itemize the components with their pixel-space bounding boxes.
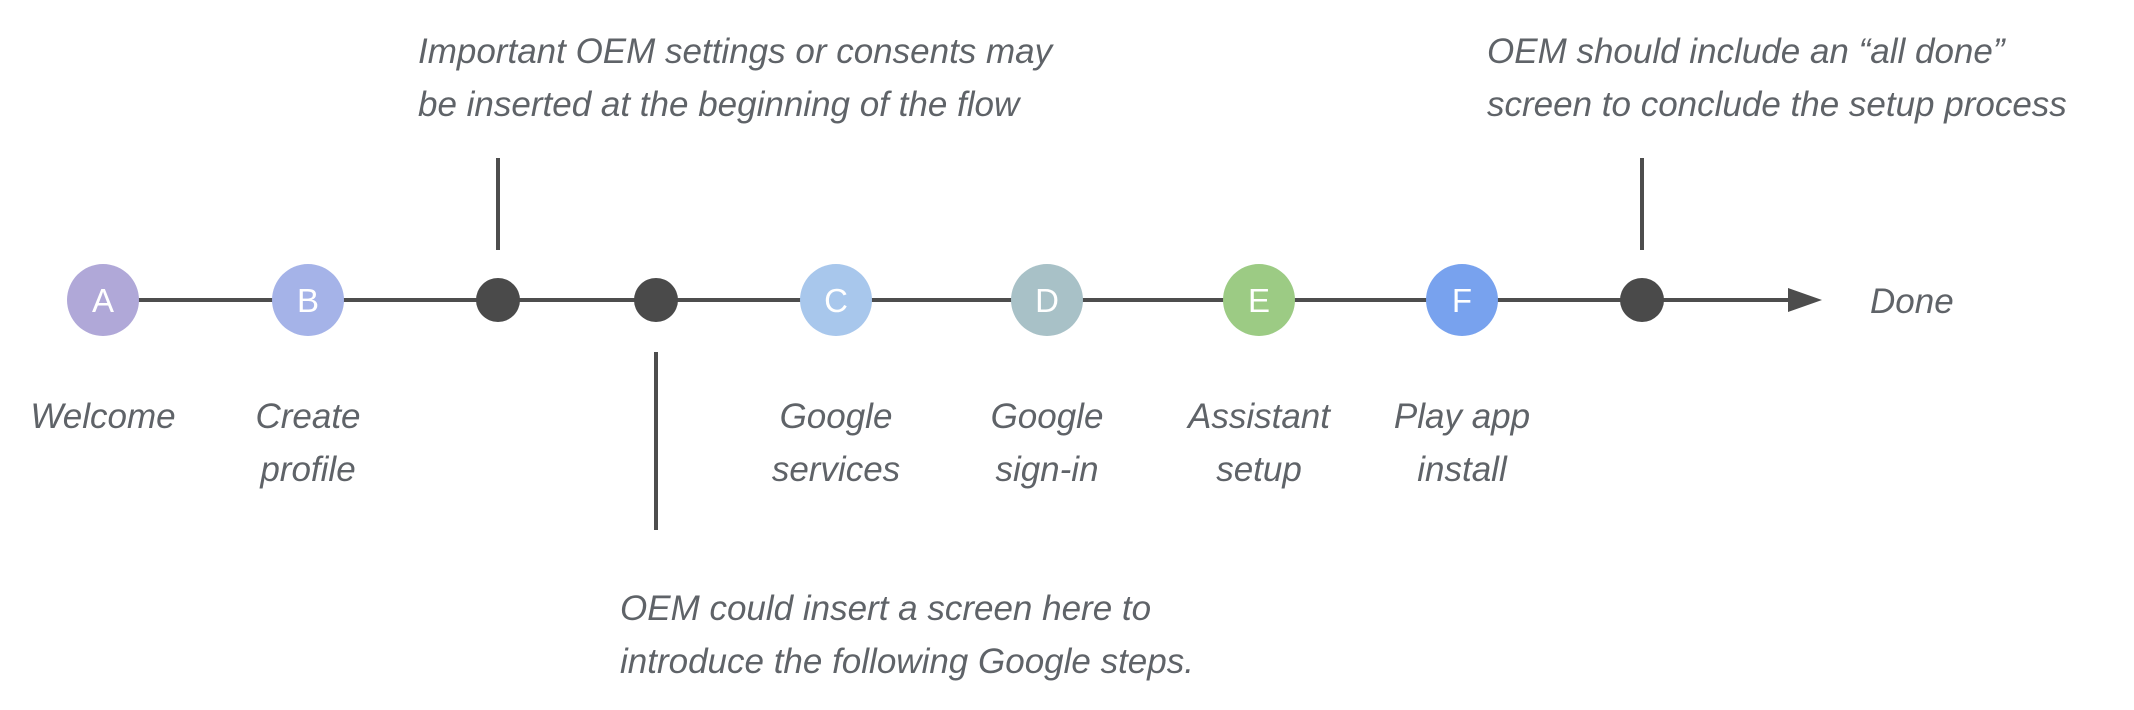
step-a-label-line-1: Welcome (30, 397, 175, 436)
step-f-letter: F (1452, 282, 1472, 319)
step-c: C Google services (772, 264, 900, 489)
note-oem-done-line-1: OEM should include an “all done” (1487, 32, 2006, 71)
step-e-circle (1223, 264, 1295, 336)
note-oem-start: Important OEM settings or consents may b… (418, 32, 1055, 124)
note-oem-done-line-2: screen to conclude the setup process (1487, 85, 2067, 124)
step-b-circle (272, 264, 344, 336)
note-oem-start-line-2: be inserted at the beginning of the flow (418, 85, 1022, 124)
step-e-letter: E (1248, 282, 1270, 319)
step-d-label-line-1: Google (991, 397, 1104, 436)
step-f-label-line-1: Play app (1394, 397, 1530, 436)
note-oem-intro-line-2: introduce the following Google steps. (620, 642, 1194, 681)
note-oem-intro-line-1: OEM could insert a screen here to (620, 589, 1151, 628)
note-oem-start-line-1: Important OEM settings or consents may (418, 32, 1055, 71)
step-c-label-line-2: services (772, 450, 900, 489)
step-d-letter: D (1035, 282, 1059, 319)
note-oem-done: OEM should include an “all done” screen … (1487, 32, 2067, 124)
insertion-dot-oem-done (1620, 278, 1664, 322)
step-d-circle (1011, 264, 1083, 336)
step-f-label-line-2: install (1417, 450, 1508, 489)
step-a-letter: A (92, 282, 114, 319)
step-a-circle (67, 264, 139, 336)
step-e-label-line-2: setup (1216, 450, 1302, 489)
step-f-circle (1426, 264, 1498, 336)
note-oem-intro: OEM could insert a screen here to introd… (620, 589, 1194, 681)
step-f: F Play app install (1394, 264, 1530, 489)
done-label: Done (1870, 282, 1954, 321)
step-b-letter: B (297, 282, 319, 319)
step-c-label-line-1: Google (780, 397, 893, 436)
step-d-label-line-2: sign-in (995, 450, 1098, 489)
step-a: A Welcome (30, 264, 176, 436)
step-b: B Create profile (255, 264, 361, 489)
insertion-dot-oem-intro (634, 278, 678, 322)
step-b-label-line-1: Create (255, 397, 360, 436)
step-c-letter: C (824, 282, 848, 319)
step-b-label-line-2: profile (259, 450, 355, 489)
step-c-circle (800, 264, 872, 336)
step-e-label-line-1: Assistant (1186, 397, 1331, 436)
insertion-dot-oem-start (476, 278, 520, 322)
step-d: D Google sign-in (991, 264, 1104, 489)
step-e: E Assistant setup (1186, 264, 1331, 489)
timeline-arrowhead (1788, 288, 1822, 312)
